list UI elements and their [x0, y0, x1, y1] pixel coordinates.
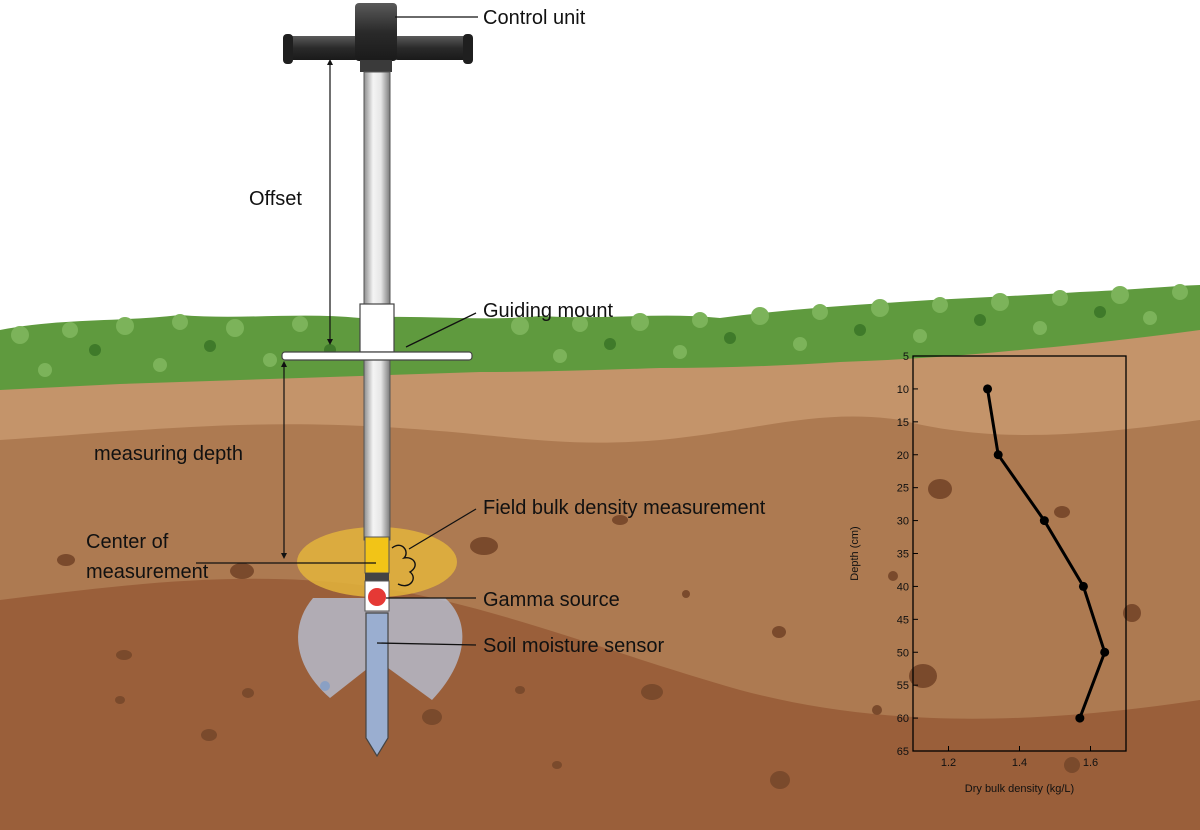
x-tick-label: 1.2: [941, 757, 956, 769]
y-axis-label: Depth (cm): [849, 526, 861, 580]
stones: [57, 479, 1141, 789]
guiding-mount: [281, 303, 473, 361]
leader-moisture: [376, 642, 477, 646]
y-tick-label: 50: [897, 647, 909, 659]
density-line: [986, 388, 1107, 719]
label-guiding-mount: Guiding mount: [483, 300, 614, 322]
data-point: [1075, 713, 1085, 723]
small-bubble: [320, 681, 330, 691]
data-point: [1039, 516, 1049, 526]
grass-shadows: [89, 306, 1106, 356]
detector-yellow: [364, 536, 390, 574]
label-offset: Offset: [249, 188, 302, 210]
handle-left: [286, 36, 361, 60]
x-tick-label: 1.4: [1012, 757, 1027, 769]
x-tick-label: 1.6: [1083, 757, 1098, 769]
soil-layers: [0, 320, 1200, 830]
data-point: [993, 450, 1003, 460]
y-tick-label: 60: [897, 713, 909, 725]
y-tick-label: 55: [897, 680, 909, 692]
label-center-line1: Center of: [86, 531, 169, 553]
y-tick-label: 65: [897, 746, 909, 758]
gamma-source-dot: [368, 588, 386, 606]
leader-lines: [196, 16, 478, 646]
data-point: [1078, 581, 1088, 591]
label-measuring-depth: measuring depth: [94, 443, 243, 465]
y-tick-label: 20: [897, 450, 909, 462]
y-tick-label: 45: [897, 614, 909, 626]
leader-field-bulk: [408, 508, 477, 550]
soil-moisture-probe: [365, 612, 389, 758]
y-tick-label: 40: [897, 581, 909, 593]
label-control-unit: Control unit: [483, 7, 586, 29]
control-box: [355, 3, 397, 61]
y-tick-label: 10: [897, 384, 909, 396]
y-tick-label: 35: [897, 549, 909, 561]
label-soil-moisture-sensor: Soil moisture sensor: [483, 635, 665, 657]
vegetation: [0, 284, 1200, 390]
y-tick-label: 25: [897, 483, 909, 495]
y-tick-label: 5: [903, 351, 909, 363]
y-tick-label: 15: [897, 417, 909, 429]
leader-guiding-mount: [405, 312, 477, 348]
signal-wave: [391, 544, 416, 587]
data-point: [983, 384, 993, 394]
handle-right: [392, 36, 470, 60]
grass-strip: [0, 285, 1200, 390]
y-tick-label: 30: [897, 516, 909, 528]
label-center-line2: measurement: [86, 561, 209, 583]
x-axis-label: Dry bulk density (kg/L): [965, 783, 1074, 795]
data-point: [1100, 647, 1110, 657]
label-field-bulk-density: Field bulk density measurement: [483, 497, 766, 519]
grass-tufts: [11, 284, 1188, 377]
label-gamma-source: Gamma source: [483, 589, 620, 611]
control-unit: [283, 3, 473, 72]
